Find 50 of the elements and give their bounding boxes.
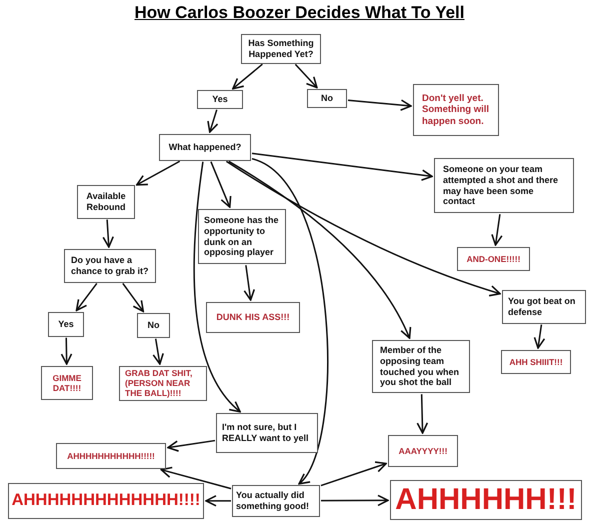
arrow: [102, 220, 114, 248]
outcome-box: GRAB DAT SHIT, (PERSON NEAR THE BALL)!!!!: [119, 366, 207, 401]
outcome-box: AHHHHHH!!!: [390, 480, 582, 520]
process-box: Member of the opposing team touched you when you shot the ball: [372, 340, 470, 394]
arrow: [252, 158, 328, 485]
arrow: [207, 110, 218, 133]
answer-box: Yes: [48, 312, 84, 337]
arrow: [152, 338, 164, 365]
process-box: Someone has the opportunity to dunk on an opposing player: [198, 209, 286, 264]
arrow: [167, 440, 216, 452]
question-box: Has Something Happened Yet?: [241, 34, 321, 64]
arrow: [160, 466, 232, 490]
arrow: [244, 265, 256, 301]
arrow: [320, 461, 387, 486]
question-box: What happened?: [159, 134, 251, 161]
process-box: I'm not sure, but I REALLY want to yell: [216, 413, 318, 453]
process-box: You got beat on defense: [502, 290, 586, 324]
arrow: [193, 162, 241, 413]
arrow: [136, 160, 180, 186]
arrow: [60, 338, 72, 365]
outcome-box: AAAYYYY!!!: [388, 435, 458, 468]
arrow: [232, 64, 263, 90]
process-box: Someone on your team attempted a shot and there may have been some contact: [434, 158, 574, 214]
outcome-box: AHHHHHHHHHHHHH!!!!: [8, 483, 204, 519]
arrow: [534, 324, 546, 349]
arrow: [321, 494, 389, 506]
outcome-box: DUNK HIS ASS!!!: [206, 302, 300, 333]
outcome-box: AHH SHIIIT!!!: [501, 350, 571, 374]
answer-box: No: [137, 313, 170, 338]
arrow: [205, 495, 231, 507]
outcome-box: GIMME DAT!!!!: [41, 366, 93, 400]
arrow: [491, 214, 503, 246]
arrow: [210, 161, 232, 208]
title: How Carlos Boozer Decides What To Yell: [134, 3, 464, 22]
arrow: [252, 152, 433, 181]
answer-box: Yes: [197, 90, 243, 109]
arrow: [416, 394, 428, 434]
arrow: [76, 282, 98, 312]
outcome-box: AHHHHHHHHHHH!!!!!: [56, 443, 166, 470]
arrow: [122, 282, 144, 312]
arrow: [226, 160, 501, 296]
process-box: You actually did something good!: [232, 485, 320, 517]
arrow: [348, 99, 412, 111]
outcome-box: Don't yell yet. Something will happen soon.: [413, 84, 499, 136]
arrow: [228, 160, 411, 339]
question-box: Do you have a chance to grab it?: [64, 249, 156, 283]
process-box: Available Rebound: [77, 185, 135, 219]
answer-box: No: [307, 89, 347, 108]
outcome-box: AND-ONE!!!!!: [457, 247, 530, 272]
arrow: [294, 64, 318, 88]
